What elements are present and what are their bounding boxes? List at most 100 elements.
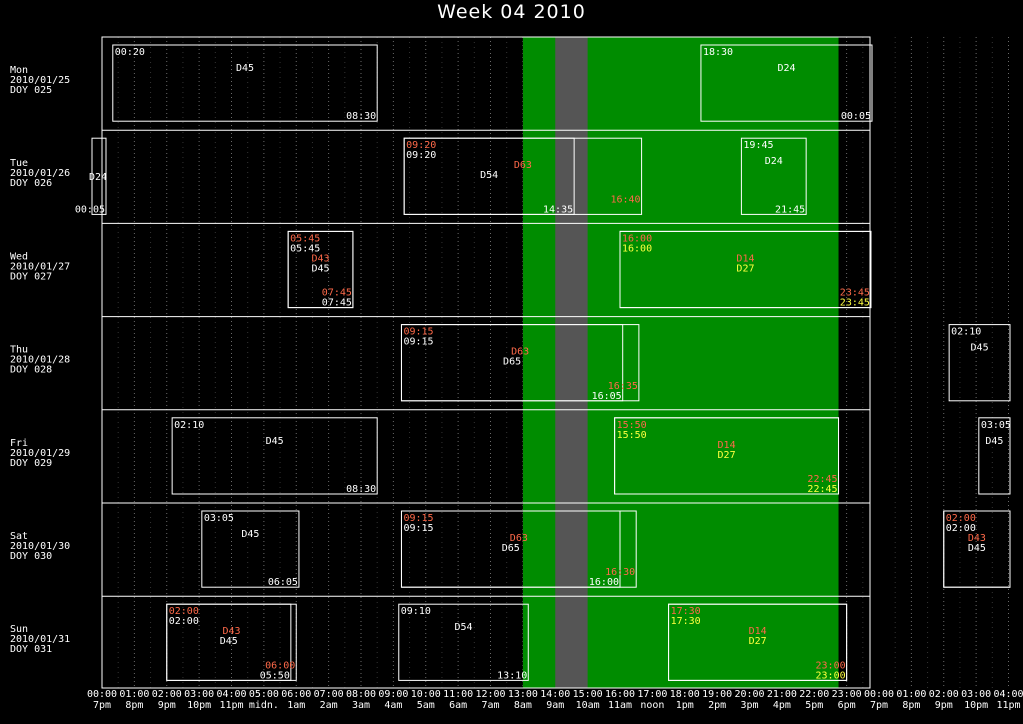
day-date: 2010/01/25 xyxy=(10,75,70,86)
axis-utc-tick: 01:00 xyxy=(896,689,926,700)
axis-local-tick: 8am xyxy=(514,700,532,711)
day-name: Mon xyxy=(10,65,28,76)
pass-station: D43 xyxy=(312,253,330,264)
axis-local-tick: noon xyxy=(640,700,664,711)
axis-utc-tick: 23:00 xyxy=(832,689,862,700)
day-date: 2010/01/26 xyxy=(10,168,70,179)
pass-end-time: 16:00 xyxy=(589,577,619,588)
pass-station: D45 xyxy=(236,63,254,74)
axis-utc-tick: 20:00 xyxy=(734,689,764,700)
pass-box xyxy=(943,510,1011,588)
axis-utc-tick: 00:00 xyxy=(864,689,894,700)
axis-utc-tick: 15:00 xyxy=(573,689,603,700)
pass-start-time: 00:20 xyxy=(115,47,145,58)
pass-start-time: 15:50 xyxy=(617,430,647,441)
pass-box xyxy=(700,44,873,122)
day-doy: DOY 026 xyxy=(10,178,52,189)
pass-station: D43 xyxy=(968,533,986,544)
axis-utc-tick: 06:00 xyxy=(281,689,311,700)
axis-local-tick: 11pm xyxy=(996,700,1020,711)
pass-station: D45 xyxy=(266,436,284,447)
axis-utc-tick: 00:00 xyxy=(87,689,117,700)
pass-station: D54 xyxy=(480,170,498,181)
axis-local-tick: 2am xyxy=(320,700,338,711)
pass-station: D45 xyxy=(968,543,986,554)
axis-local-tick: midn. xyxy=(249,700,279,711)
day-name: Sat xyxy=(10,531,28,542)
pass-end-time: 07:45 xyxy=(322,288,352,299)
pass-station: D27 xyxy=(736,263,754,274)
axis-utc-tick: 04:00 xyxy=(216,689,246,700)
axis-utc-tick: 16:00 xyxy=(605,689,635,700)
axis-utc-tick: 17:00 xyxy=(637,689,667,700)
day-date: 2010/01/27 xyxy=(10,261,70,272)
axis-utc-tick: 13:00 xyxy=(508,689,538,700)
plot-frame xyxy=(101,36,871,689)
day-date: 2010/01/28 xyxy=(10,355,70,366)
pass-end-time: 06:00 xyxy=(265,660,295,671)
pass-box xyxy=(91,137,107,215)
day-name: Sun xyxy=(10,624,28,635)
axis-utc-tick: 02:00 xyxy=(152,689,182,700)
axis-utc-tick: 07:00 xyxy=(314,689,344,700)
axis-local-tick: 10pm xyxy=(187,700,211,711)
pass-start-time: 09:20 xyxy=(406,140,436,151)
axis-local-tick: 6pm xyxy=(838,700,856,711)
pass-start-time: 18:30 xyxy=(703,47,733,58)
pass-end-time: 08:30 xyxy=(346,111,376,122)
axis-utc-tick: 02:00 xyxy=(929,689,959,700)
pass-end-time: 23:45 xyxy=(840,288,870,299)
axis-utc-tick: 19:00 xyxy=(702,689,732,700)
pass-start-time: 16:00 xyxy=(622,243,652,254)
day-name: Wed xyxy=(10,251,28,262)
pass-station: D24 xyxy=(89,172,107,183)
axis-local-tick: 5am xyxy=(417,700,435,711)
pass-start-time: 09:20 xyxy=(406,150,436,161)
axis-local-tick: 5pm xyxy=(805,700,823,711)
pass-end-time: 22:45 xyxy=(807,484,837,495)
pass-start-time: 16:00 xyxy=(622,233,652,244)
axis-local-tick: 9am xyxy=(546,700,564,711)
pass-box xyxy=(668,603,848,681)
axis-local-tick: 3am xyxy=(352,700,370,711)
pass-station: D14 xyxy=(718,440,736,451)
pass-end-time: 06:05 xyxy=(268,577,298,588)
pass-box xyxy=(171,417,378,495)
pass-station: D65 xyxy=(502,543,520,554)
axis-utc-tick: 18:00 xyxy=(670,689,700,700)
pass-start-time: 02:00 xyxy=(946,523,976,534)
day-name: Thu xyxy=(10,345,28,356)
gray-band xyxy=(555,37,588,688)
axis-utc-tick: 21:00 xyxy=(767,689,797,700)
pass-end-time: 23:00 xyxy=(816,660,846,671)
pass-end-time: 00:05 xyxy=(841,111,871,122)
axis-local-tick: 1am xyxy=(287,700,305,711)
axis-local-tick: 10am xyxy=(576,700,600,711)
axis-utc-tick: 14:00 xyxy=(540,689,570,700)
pass-station: D63 xyxy=(514,160,532,171)
pass-start-time: 19:45 xyxy=(743,140,773,151)
pass-box xyxy=(400,324,624,402)
axis-utc-tick: 08:00 xyxy=(346,689,376,700)
pass-station: D45 xyxy=(312,263,330,274)
day-name: Tue xyxy=(10,158,28,169)
pass-start-time: 09:15 xyxy=(403,337,433,348)
pass-end-time: 16:40 xyxy=(610,194,640,205)
axis-local-tick: 11pm xyxy=(219,700,243,711)
pass-start-time: 02:00 xyxy=(169,606,199,617)
axis-utc-tick: 05:00 xyxy=(249,689,279,700)
pass-station: D24 xyxy=(765,156,783,167)
pass-box xyxy=(948,324,1011,402)
pass-start-time: 05:45 xyxy=(290,243,320,254)
pass-end-time: 07:45 xyxy=(322,298,352,309)
pass-station: D43 xyxy=(222,626,240,637)
day-doy: DOY 030 xyxy=(10,551,52,562)
pass-start-time: 05:45 xyxy=(290,233,320,244)
pass-box xyxy=(614,417,840,495)
pass-start-time: 03:05 xyxy=(981,420,1011,431)
pass-station: D63 xyxy=(511,347,529,358)
pass-end-time: 08:30 xyxy=(346,484,376,495)
pass-end-time: 16:35 xyxy=(608,381,638,392)
pass-start-time: 09:15 xyxy=(403,327,433,338)
axis-utc-tick: 01:00 xyxy=(119,689,149,700)
